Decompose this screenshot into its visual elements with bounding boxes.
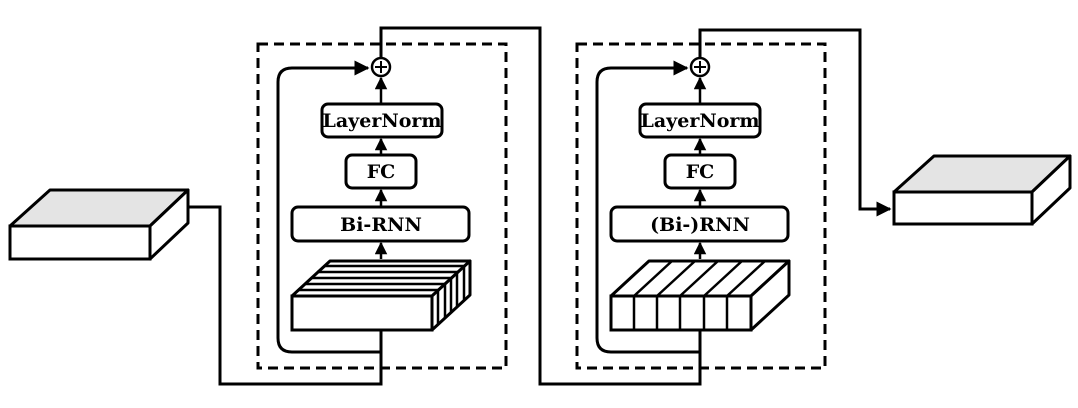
block1-rnn-label: Bi-RNN — [340, 214, 422, 236]
block1-chunk-tensor — [290, 259, 472, 332]
wire-input-to-block1 — [188, 205, 383, 386]
block2-rnn-label: (Bi-)RNN — [650, 214, 750, 236]
block1-layernorm-label: LayerNorm — [323, 110, 442, 132]
block2-fc-label: FC — [686, 161, 715, 183]
block2-residual-path — [595, 60, 700, 354]
block2-layernorm-label: LayerNorm — [641, 110, 760, 132]
block2-add-node — [689, 56, 711, 78]
wire-block1-to-block2 — [379, 26, 702, 386]
wire-block2-to-output — [698, 28, 892, 217]
block2-chunk-tensor — [609, 259, 791, 332]
block1-fc-label: FC — [367, 161, 396, 183]
input-tensor-front — [8, 224, 152, 261]
block1-add-node — [370, 56, 392, 78]
input-tensor — [8, 188, 190, 261]
output-tensor-front — [892, 190, 1034, 226]
block1-residual-path — [276, 60, 381, 354]
output-tensor — [892, 154, 1072, 226]
